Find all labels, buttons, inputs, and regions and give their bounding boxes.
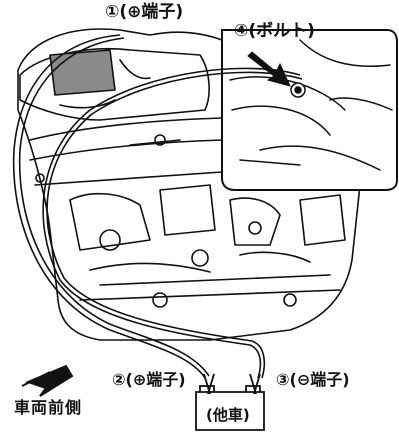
label-bolt: ④(ボルト): [234, 21, 315, 41]
vehicle-front-arrow: [21, 364, 74, 397]
other-vehicle-battery: [195, 373, 265, 431]
label-vehicle-front: 車両前側: [14, 398, 83, 417]
label-other-negative-terminal: ③(⊖端子): [276, 370, 350, 389]
engine-bay-illustration: [17, 28, 361, 341]
bolt-detail-drawing: [229, 39, 393, 171]
label-other-vehicle: (他車): [206, 406, 250, 424]
label-positive-terminal: ①(⊕端子): [105, 2, 184, 22]
jumper-cables: [12, 34, 303, 379]
label-other-positive-terminal: ②(⊕端子): [112, 370, 186, 389]
